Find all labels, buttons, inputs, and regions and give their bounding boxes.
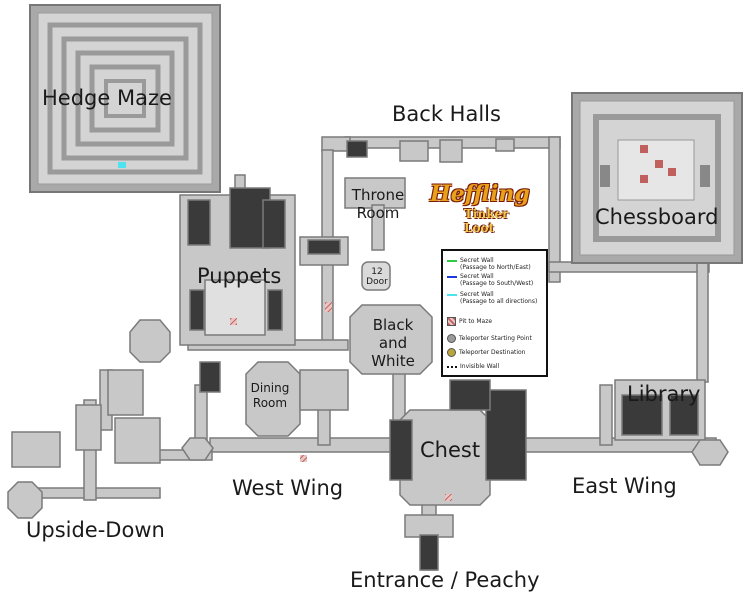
legend-item-teleporter-start: Teleporter Starting Point <box>447 334 544 343</box>
teleporter-destination-icon <box>447 348 456 357</box>
green-line-icon <box>447 259 457 262</box>
hedge-maze-area <box>29 4 221 193</box>
upside-down-label: Upside-Down <box>26 518 165 542</box>
hedge-maze-label: Hedge Maze <box>42 86 172 110</box>
entrance-label: Entrance / Peachy <box>350 568 540 592</box>
library-area <box>614 379 729 466</box>
legend-item-invisible-wall: Invisible Wall <box>447 363 544 370</box>
dotted-line-icon <box>447 365 457 368</box>
chessboard-label: Chessboard <box>595 205 719 229</box>
chest-area <box>389 379 527 506</box>
legend-item-secret-all: Secret Wall (Passage to all directions) <box>447 291 544 305</box>
throne-room-label: Throne Room <box>351 186 405 222</box>
chest-label: Chest <box>420 438 481 462</box>
black-and-white-label: Black and White <box>371 316 415 370</box>
puppets-area <box>179 187 296 346</box>
game-logo: Heffling Tinker Loot <box>426 181 542 235</box>
legend-item-secret-ne: Secret Wall (Passage to North/East) <box>447 257 544 271</box>
back-halls-label: Back Halls <box>392 102 501 126</box>
legend-item-secret-sw: Secret Wall (Passage to South/West) <box>447 273 544 287</box>
cyan-line-icon <box>447 293 457 296</box>
black-and-white-area <box>349 261 433 375</box>
map-legend: Secret Wall (Passage to North/East) Secr… <box>441 249 548 377</box>
dining-room-area <box>199 361 349 437</box>
blue-line-icon <box>447 275 457 278</box>
back-halls-rooms <box>299 138 515 266</box>
west-wing-label: West Wing <box>232 476 344 500</box>
puppets-label: Puppets <box>197 264 282 288</box>
pit-markers <box>230 302 452 501</box>
east-wing-label: East Wing <box>572 474 677 498</box>
chessboard-area <box>571 92 743 264</box>
west-rooms <box>7 319 214 519</box>
pit-icon <box>447 317 456 326</box>
legend-item-pit: Pit to Maze <box>447 317 544 326</box>
entrance-area <box>404 514 454 571</box>
dining-room-label: Dining Room <box>250 381 290 410</box>
legend-item-teleporter-dest: Teleporter Destination <box>447 348 544 357</box>
logo-title: Heffling <box>430 181 530 207</box>
door-12-label: 12 Door <box>366 267 388 287</box>
logo-subtitle: Tinker Loot <box>464 207 509 235</box>
teleporter-start-icon <box>447 334 456 343</box>
library-label: Library <box>627 382 701 406</box>
